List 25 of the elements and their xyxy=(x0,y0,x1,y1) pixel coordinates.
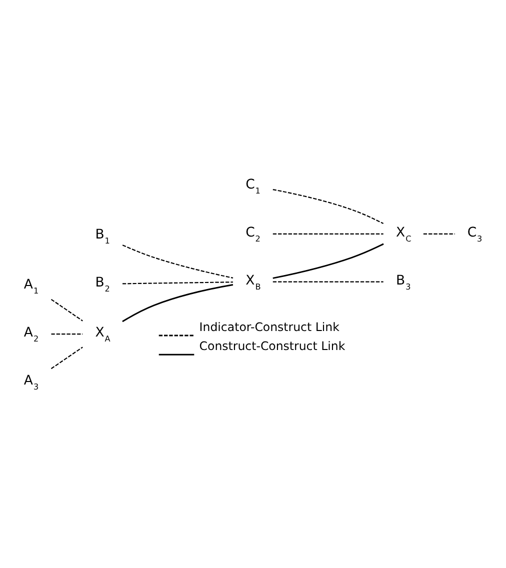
connector xyxy=(50,298,83,322)
connector xyxy=(122,244,234,278)
connector xyxy=(272,281,384,282)
connector xyxy=(122,282,233,284)
node-text: C$_{3}$ xyxy=(467,225,482,244)
connector xyxy=(122,284,234,322)
node-text: X$_{B}$ xyxy=(246,273,261,292)
node-text: B$_{3}$ xyxy=(396,273,411,292)
connector xyxy=(272,189,384,224)
connector xyxy=(51,333,83,335)
node-text: B$_{1}$ xyxy=(95,228,110,246)
node-text: X$_{A}$ xyxy=(95,326,110,344)
node-text: A$_{1}$ xyxy=(24,278,39,296)
node-text: A$_{3}$ xyxy=(24,373,39,392)
connector xyxy=(50,346,83,370)
node-text: C$_{2}$ xyxy=(246,225,260,244)
node-text: C$_{1}$ xyxy=(246,178,260,196)
connector xyxy=(272,233,384,235)
legend-label: Indicator-Construct Link xyxy=(199,320,340,334)
node-text: X$_{C}$ xyxy=(396,225,412,244)
legend-label: Construct-Construct Link xyxy=(199,339,346,354)
connector xyxy=(272,243,384,279)
node-text: B$_{2}$ xyxy=(95,276,110,294)
connector xyxy=(423,233,455,235)
node-text: A$_{2}$ xyxy=(24,326,39,344)
